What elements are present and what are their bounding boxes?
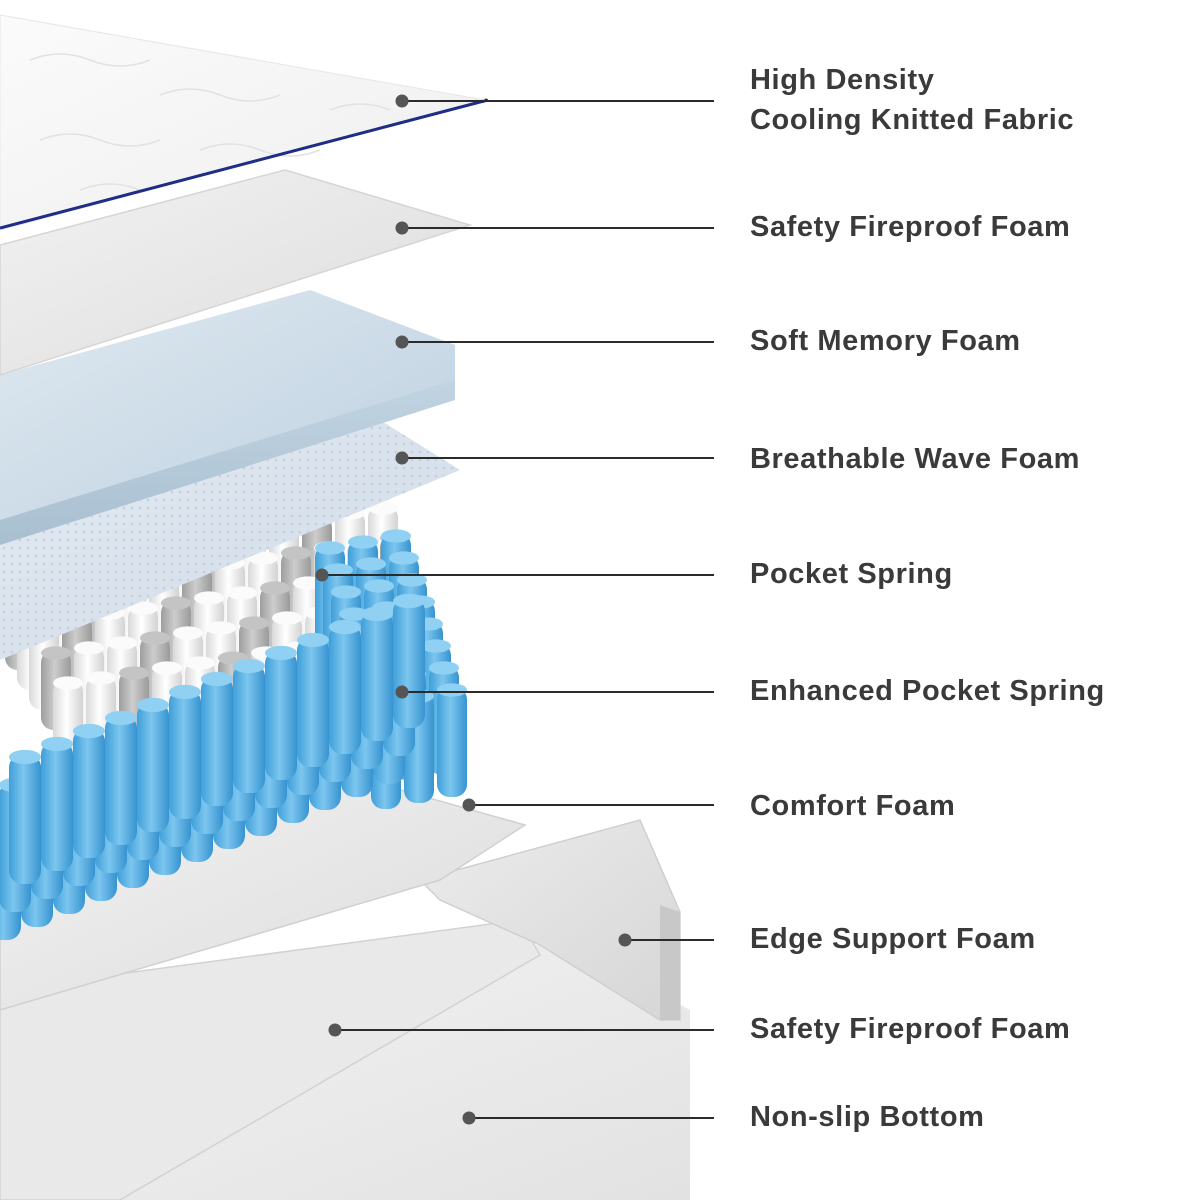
spring-coil — [41, 736, 73, 871]
layer-label-pocket: Pocket Spring — [750, 554, 953, 594]
callout-dot-wave — [395, 451, 409, 465]
callout-dot-pocket — [315, 568, 329, 582]
spring-coil — [169, 684, 201, 819]
layer-label-line: Comfort Foam — [750, 790, 956, 822]
layer-label-bottom: Non-slip Bottom — [750, 1097, 985, 1137]
callout-dot-comfort — [462, 798, 476, 812]
spring-coil — [265, 645, 297, 780]
spring-coil — [437, 683, 467, 797]
layer-label-line: Non-slip Bottom — [750, 1101, 985, 1133]
fabric-quilt-pattern — [29, 53, 391, 191]
spring-coil — [393, 593, 425, 728]
spring-coil — [233, 658, 265, 793]
soft-memory-foam-layer — [0, 290, 455, 525]
layer-label-edge: Edge Support Foam — [750, 919, 1036, 959]
callout-dot-fireproof-bottom — [328, 1023, 342, 1037]
bottom-fireproof-foam-layer — [0, 919, 542, 1200]
layer-label-wave: Breathable Wave Foam — [750, 439, 1080, 479]
layer-label-line: Safety Fireproof Foam — [750, 1013, 1071, 1045]
spring-coil — [73, 723, 105, 858]
callout-leaders — [315, 94, 714, 1125]
layer-label-line: Soft Memory Foam — [750, 325, 1021, 357]
spring-coil — [329, 619, 361, 754]
callout-dot-fabric — [395, 94, 409, 108]
layer-label-line: Safety Fireproof Foam — [750, 211, 1071, 243]
spring-coil — [9, 749, 41, 884]
layer-label-comfort: Comfort Foam — [750, 786, 955, 826]
layer-label-line: Cooling Knitted Fabric — [750, 104, 1075, 136]
callout-dot-memory — [395, 335, 409, 349]
layer-label-line: Edge Support Foam — [750, 923, 1036, 955]
layer-label-line: Enhanced Pocket Spring — [750, 675, 1105, 707]
top-fireproof-foam-layer — [0, 169, 473, 376]
layer-label-fireproof-bottom: Safety Fireproof Foam — [750, 1009, 1070, 1049]
layer-label-memory: Soft Memory Foam — [750, 321, 1021, 361]
soft-memory-foam-side — [0, 380, 455, 545]
layer-label-enhanced: Enhanced Pocket Spring — [750, 671, 1105, 711]
edge-support-foam-side — [660, 905, 680, 1020]
spring-coil — [105, 710, 137, 845]
spring-coil — [201, 671, 233, 806]
spring-coil — [361, 606, 393, 741]
callout-dot-bottom — [462, 1111, 476, 1125]
layer-label-line: Breathable Wave Foam — [750, 443, 1081, 475]
layer-label-line: High Density — [750, 64, 935, 96]
callout-dot-fireproof-top — [395, 221, 409, 235]
callout-dot-enhanced — [395, 685, 409, 699]
callout-dot-edge — [618, 933, 632, 947]
layer-label-fireproof-top: Safety Fireproof Foam — [750, 207, 1070, 247]
spring-coil — [297, 632, 329, 767]
spring-coil — [137, 697, 169, 832]
layer-label-line: Pocket Spring — [750, 558, 953, 590]
